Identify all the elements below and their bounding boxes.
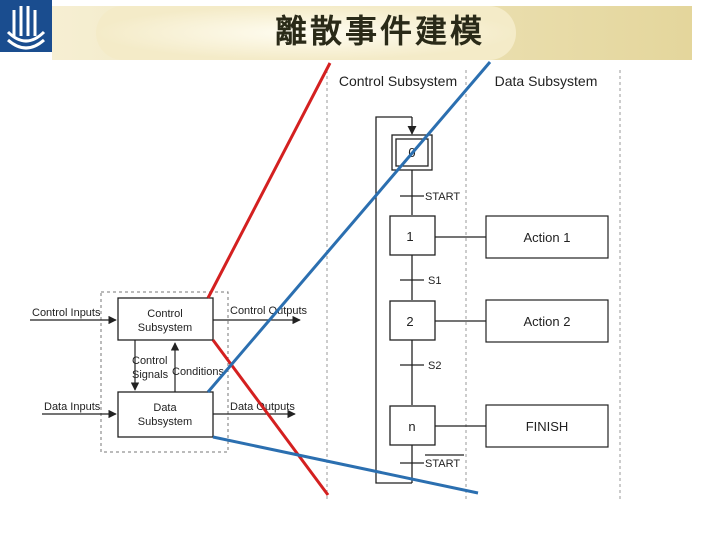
control-inputs-label: Control Inputs (32, 307, 101, 319)
action-1-label: Action 1 (524, 230, 571, 245)
control-subsystem-box (117, 297, 214, 341)
title-banner: 離散事件建模 (0, 0, 720, 60)
step-n-label: n (408, 419, 415, 434)
step-1-label: 1 (406, 229, 413, 244)
data-subsystem-box (117, 391, 214, 438)
action-1-box (485, 215, 609, 259)
transition-start-label: START (425, 191, 460, 203)
conditions-label: Conditions (172, 366, 224, 378)
red-zoom-line-bottom (211, 339, 330, 496)
transition-s1-label: S1 (428, 275, 441, 287)
data-subsystem-line-2: Subsystem (138, 416, 192, 428)
finish-box (485, 404, 609, 448)
finish-label: FINISH (526, 419, 569, 434)
banner-background (52, 6, 692, 60)
data-subsystem-line-1: Data (153, 402, 177, 414)
control-signals-line-1: Control (132, 355, 167, 367)
page-title: 離散事件建模 (274, 12, 485, 50)
control-subsystem-line-2: Subsystem (138, 322, 192, 334)
action-2-label: Action 2 (524, 314, 571, 329)
logo-icon (0, 0, 52, 52)
transition-s2-label: S2 (428, 360, 441, 372)
step-2-label: 2 (406, 314, 413, 329)
control-signals-line-2: Signals (132, 369, 169, 381)
blue-zoom-line-bottom (212, 435, 479, 495)
red-zoom-line-top (206, 62, 332, 299)
data-inputs-label: Data Inputs (44, 401, 101, 413)
data-subsystem-header: Data Subsystem (495, 73, 598, 89)
step-1-box (389, 215, 436, 256)
blue-zoom-line-top (206, 61, 492, 393)
system-boundary (100, 291, 229, 453)
control-subsystem-header: Control Subsystem (339, 73, 457, 89)
university-logo (0, 0, 52, 52)
control-outputs-label: Control Outputs (230, 305, 308, 317)
return-loop-line (375, 116, 412, 484)
step-n-box (389, 405, 436, 446)
control-subsystem-line-1: Control (147, 308, 182, 320)
action-2-box (485, 299, 609, 343)
transition-not-start-label: START (425, 458, 460, 470)
